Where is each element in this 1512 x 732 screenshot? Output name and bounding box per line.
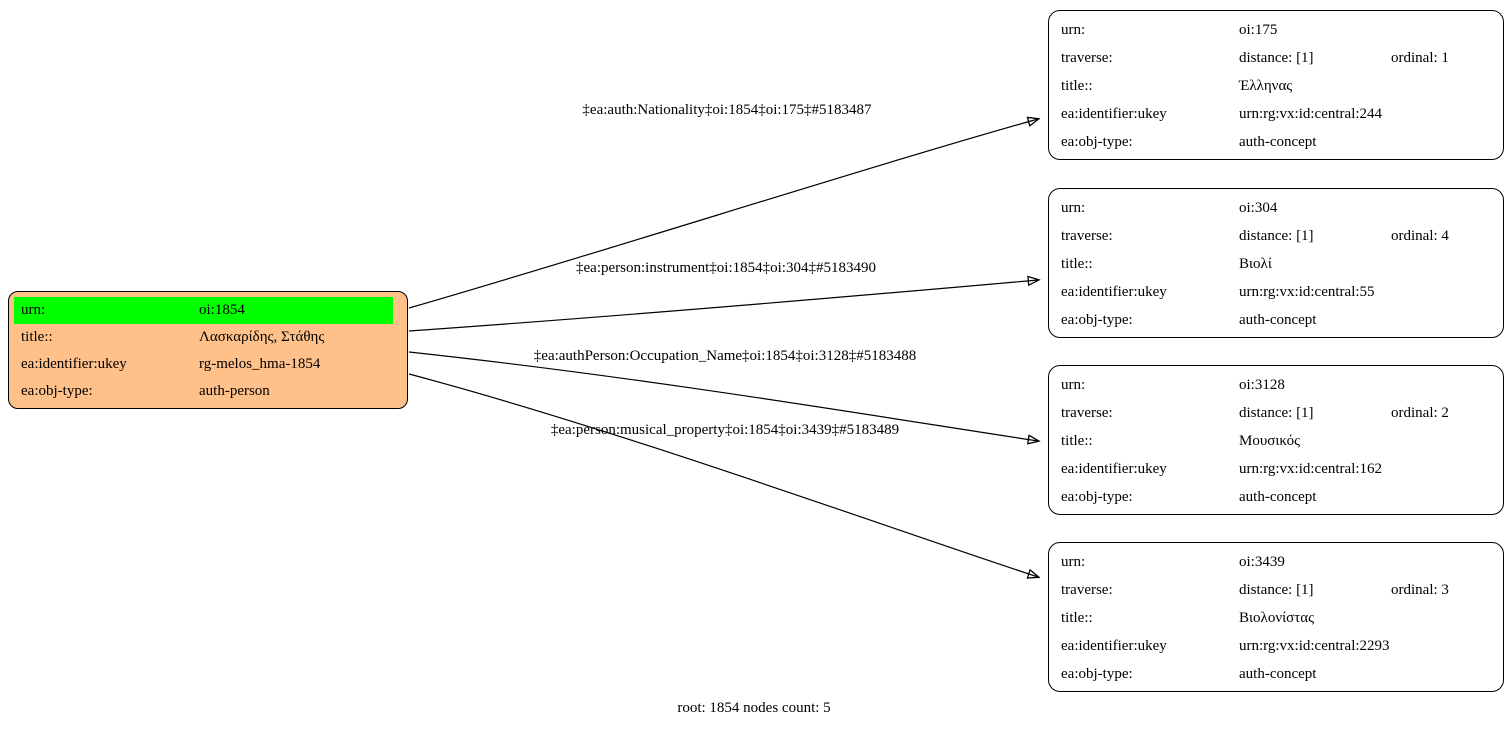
node-row-urn: urn: oi:3439 xyxy=(1061,548,1491,576)
field-value: Βιολί xyxy=(1239,256,1272,272)
node-row-traverse: traverse: distance: [1] ordinal: 2 xyxy=(1061,399,1491,427)
node-oi-175: urn: oi:175 traverse: distance: [1] ordi… xyxy=(1048,10,1504,160)
field-key: traverse: xyxy=(1061,582,1113,598)
node-row-traverse: traverse: distance: [1] ordinal: 3 xyxy=(1061,576,1491,604)
node-row-title: title:: Βιολονίστας xyxy=(1061,604,1491,632)
field-value: distance: [1] xyxy=(1239,50,1314,66)
node-oi-3439: urn: oi:3439 traverse: distance: [1] ord… xyxy=(1048,542,1504,692)
field-key: title:: xyxy=(1061,78,1093,94)
field-value: auth-concept xyxy=(1239,489,1317,505)
node-row-identifier: ea:identifier:ukey urn:rg:vx:id:central:… xyxy=(1061,455,1491,483)
root-row-urn: urn: oi:1854 xyxy=(14,297,393,324)
field-key: title:: xyxy=(21,329,53,345)
field-value: rg-melos_hma-1854 xyxy=(199,356,321,372)
field-key: ea:obj-type: xyxy=(1061,666,1133,682)
field-value: oi:1854 xyxy=(199,302,245,318)
field-key: title:: xyxy=(1061,256,1093,272)
edge-musical-property xyxy=(408,373,1038,577)
field-key: urn: xyxy=(21,302,46,318)
field-value: urn:rg:vx:id:central:162 xyxy=(1239,461,1383,477)
field-value: auth-person xyxy=(199,383,270,399)
edge-occupation-name xyxy=(408,351,1038,441)
field-key: urn: xyxy=(1061,554,1086,570)
root-node-oi-1854: urn: oi:1854 title:: Λασκαρίδης, Στάθης … xyxy=(8,291,408,409)
edge-instrument xyxy=(408,280,1038,332)
edge-label-instrument: ‡ea:person:instrument‡oi:1854‡oi:304‡#51… xyxy=(576,260,876,276)
field-key: title:: xyxy=(1061,610,1093,626)
field-value: distance: [1] xyxy=(1239,582,1314,598)
field-key: urn: xyxy=(1061,22,1086,38)
field-key: traverse: xyxy=(1061,405,1113,421)
node-row-title: title:: Μουσικός xyxy=(1061,427,1491,455)
field-key: ea:identifier:ukey xyxy=(1061,284,1167,300)
field-value: oi:3439 xyxy=(1239,554,1285,570)
node-oi-3128: urn: oi:3128 traverse: distance: [1] ord… xyxy=(1048,365,1504,515)
field-value: auth-concept xyxy=(1239,666,1317,682)
field-value: urn:rg:vx:id:central:55 xyxy=(1239,284,1375,300)
edge-label-nationality: ‡ea:auth:Nationality‡oi:1854‡oi:175‡#518… xyxy=(582,102,872,118)
field-key: ea:obj-type: xyxy=(1061,134,1133,150)
root-row-obj-type: ea:obj-type: auth-person xyxy=(21,378,395,405)
field-key: ea:identifier:ukey xyxy=(1061,461,1167,477)
root-row-identifier: ea:identifier:ukey rg-melos_hma-1854 xyxy=(21,351,395,378)
field-key: title:: xyxy=(1061,433,1093,449)
field-value-ordinal: ordinal: 4 xyxy=(1391,228,1449,244)
field-value-ordinal: ordinal: 3 xyxy=(1391,582,1449,598)
field-key: urn: xyxy=(1061,377,1086,393)
graph-caption: root: 1854 nodes count: 5 xyxy=(677,700,831,716)
field-key: ea:identifier:ukey xyxy=(1061,106,1167,122)
node-row-obj-type: ea:obj-type: auth-concept xyxy=(1061,483,1491,511)
node-row-urn: urn: oi:175 xyxy=(1061,16,1491,44)
edge-nationality xyxy=(408,119,1038,309)
field-key: urn: xyxy=(1061,200,1086,216)
node-row-identifier: ea:identifier:ukey urn:rg:vx:id:central:… xyxy=(1061,632,1491,660)
field-key: ea:identifier:ukey xyxy=(1061,638,1167,654)
node-row-urn: urn: oi:304 xyxy=(1061,194,1491,222)
field-value: distance: [1] xyxy=(1239,405,1314,421)
node-row-identifier: ea:identifier:ukey urn:rg:vx:id:central:… xyxy=(1061,100,1491,128)
node-row-title: title:: Έλληνας xyxy=(1061,72,1491,100)
field-key: traverse: xyxy=(1061,50,1113,66)
node-row-urn: urn: oi:3128 xyxy=(1061,371,1491,399)
node-row-obj-type: ea:obj-type: auth-concept xyxy=(1061,306,1491,334)
node-row-traverse: traverse: distance: [1] ordinal: 1 xyxy=(1061,44,1491,72)
edge-label-musical-property: ‡ea:person:musical_property‡oi:1854‡oi:3… xyxy=(550,422,900,438)
node-row-obj-type: ea:obj-type: auth-concept xyxy=(1061,660,1491,688)
field-key: ea:obj-type: xyxy=(1061,489,1133,505)
field-key: traverse: xyxy=(1061,228,1113,244)
node-row-identifier: ea:identifier:ukey urn:rg:vx:id:central:… xyxy=(1061,278,1491,306)
node-oi-304: urn: oi:304 traverse: distance: [1] ordi… xyxy=(1048,188,1504,338)
field-value: auth-concept xyxy=(1239,134,1317,150)
field-value-ordinal: ordinal: 1 xyxy=(1391,50,1449,66)
field-value: oi:175 xyxy=(1239,22,1278,38)
field-key: ea:obj-type: xyxy=(1061,312,1133,328)
field-value: Έλληνας xyxy=(1239,78,1293,94)
edge-label-occupation-name: ‡ea:authPerson:Occupation_Name‡oi:1854‡o… xyxy=(533,348,917,364)
field-value: distance: [1] xyxy=(1239,228,1314,244)
field-key: ea:identifier:ukey xyxy=(21,356,127,372)
field-key: ea:obj-type: xyxy=(21,383,93,399)
field-value: Βιολονίστας xyxy=(1239,610,1315,626)
node-row-obj-type: ea:obj-type: auth-concept xyxy=(1061,128,1491,156)
field-value: Μουσικός xyxy=(1239,433,1301,449)
root-row-title: title:: Λασκαρίδης, Στάθης xyxy=(21,324,395,351)
field-value: urn:rg:vx:id:central:244 xyxy=(1239,106,1383,122)
field-value: oi:3128 xyxy=(1239,377,1285,393)
node-row-title: title:: Βιολί xyxy=(1061,250,1491,278)
field-value: auth-concept xyxy=(1239,312,1317,328)
field-value: Λασκαρίδης, Στάθης xyxy=(199,329,325,345)
field-value-ordinal: ordinal: 2 xyxy=(1391,405,1449,421)
field-value: oi:304 xyxy=(1239,200,1278,216)
node-row-traverse: traverse: distance: [1] ordinal: 4 xyxy=(1061,222,1491,250)
field-value: urn:rg:vx:id:central:2293 xyxy=(1239,638,1390,654)
